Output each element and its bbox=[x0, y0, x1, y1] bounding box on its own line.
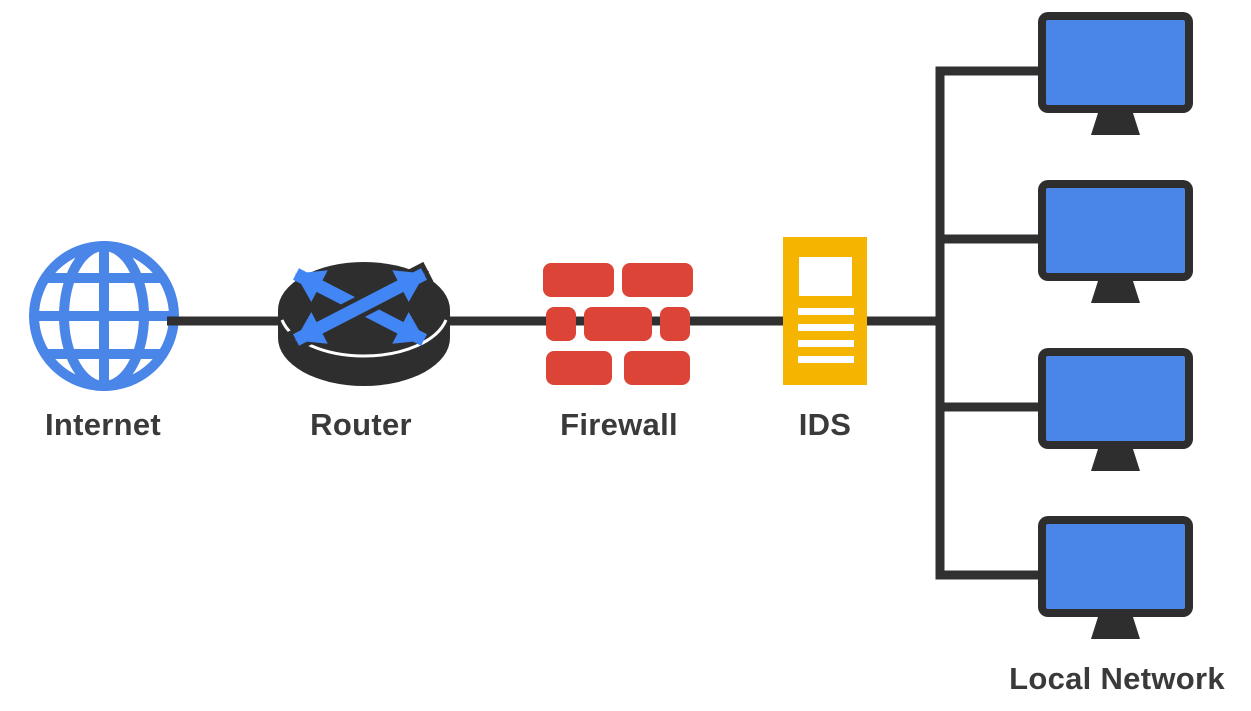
monitor-stand bbox=[1091, 113, 1140, 135]
firewall-brick bbox=[622, 263, 693, 297]
local-network-label: Local Network bbox=[1009, 661, 1225, 696]
local-network-node bbox=[1038, 12, 1193, 639]
firewall-brick bbox=[546, 307, 576, 341]
monitor-stand bbox=[1091, 449, 1140, 471]
firewall-brick bbox=[546, 351, 612, 385]
internet-label: Internet bbox=[45, 407, 161, 442]
firewall-brick-icon bbox=[543, 263, 693, 385]
node-labels: Internet Router Firewall IDS Local Netwo… bbox=[45, 407, 1225, 696]
monitor-stand bbox=[1091, 617, 1140, 639]
workstation-4 bbox=[1038, 516, 1193, 639]
ids-server-icon bbox=[783, 237, 867, 385]
router-node bbox=[278, 261, 450, 386]
monitor-screen bbox=[1046, 524, 1185, 609]
firewall-brick bbox=[624, 351, 690, 385]
router-arrow-sw-ne bbox=[293, 268, 427, 346]
router-icon bbox=[278, 261, 450, 386]
ids-server-slot bbox=[798, 308, 854, 315]
firewall-node bbox=[543, 263, 693, 385]
firewall-brick bbox=[660, 307, 690, 341]
firewall-label: Firewall bbox=[560, 407, 678, 442]
ids-server-panel bbox=[799, 257, 852, 296]
ids-server-slot bbox=[798, 340, 854, 347]
router-arrow-nw-se bbox=[293, 268, 427, 346]
ids-node bbox=[783, 237, 867, 385]
internet-node bbox=[29, 241, 179, 391]
ids-label: IDS bbox=[799, 407, 852, 442]
firewall-brick bbox=[543, 263, 614, 297]
workstation-3 bbox=[1038, 348, 1193, 471]
monitor-screen bbox=[1046, 356, 1185, 441]
monitor-stand bbox=[1091, 281, 1140, 303]
firewall-brick bbox=[584, 307, 652, 341]
monitor-screen bbox=[1046, 20, 1185, 105]
router-arrowhead bbox=[295, 270, 328, 303]
router-label: Router bbox=[310, 407, 412, 442]
ids-server-slot bbox=[798, 356, 854, 363]
workstation-2 bbox=[1038, 180, 1193, 303]
ids-server-slot bbox=[798, 324, 854, 331]
router-arrowhead bbox=[392, 311, 425, 344]
router-arrowhead bbox=[392, 270, 425, 303]
router-arrowhead bbox=[295, 311, 328, 344]
monitor-screen bbox=[1046, 188, 1185, 273]
globe-icon bbox=[29, 241, 179, 391]
workstation-1 bbox=[1038, 12, 1193, 135]
